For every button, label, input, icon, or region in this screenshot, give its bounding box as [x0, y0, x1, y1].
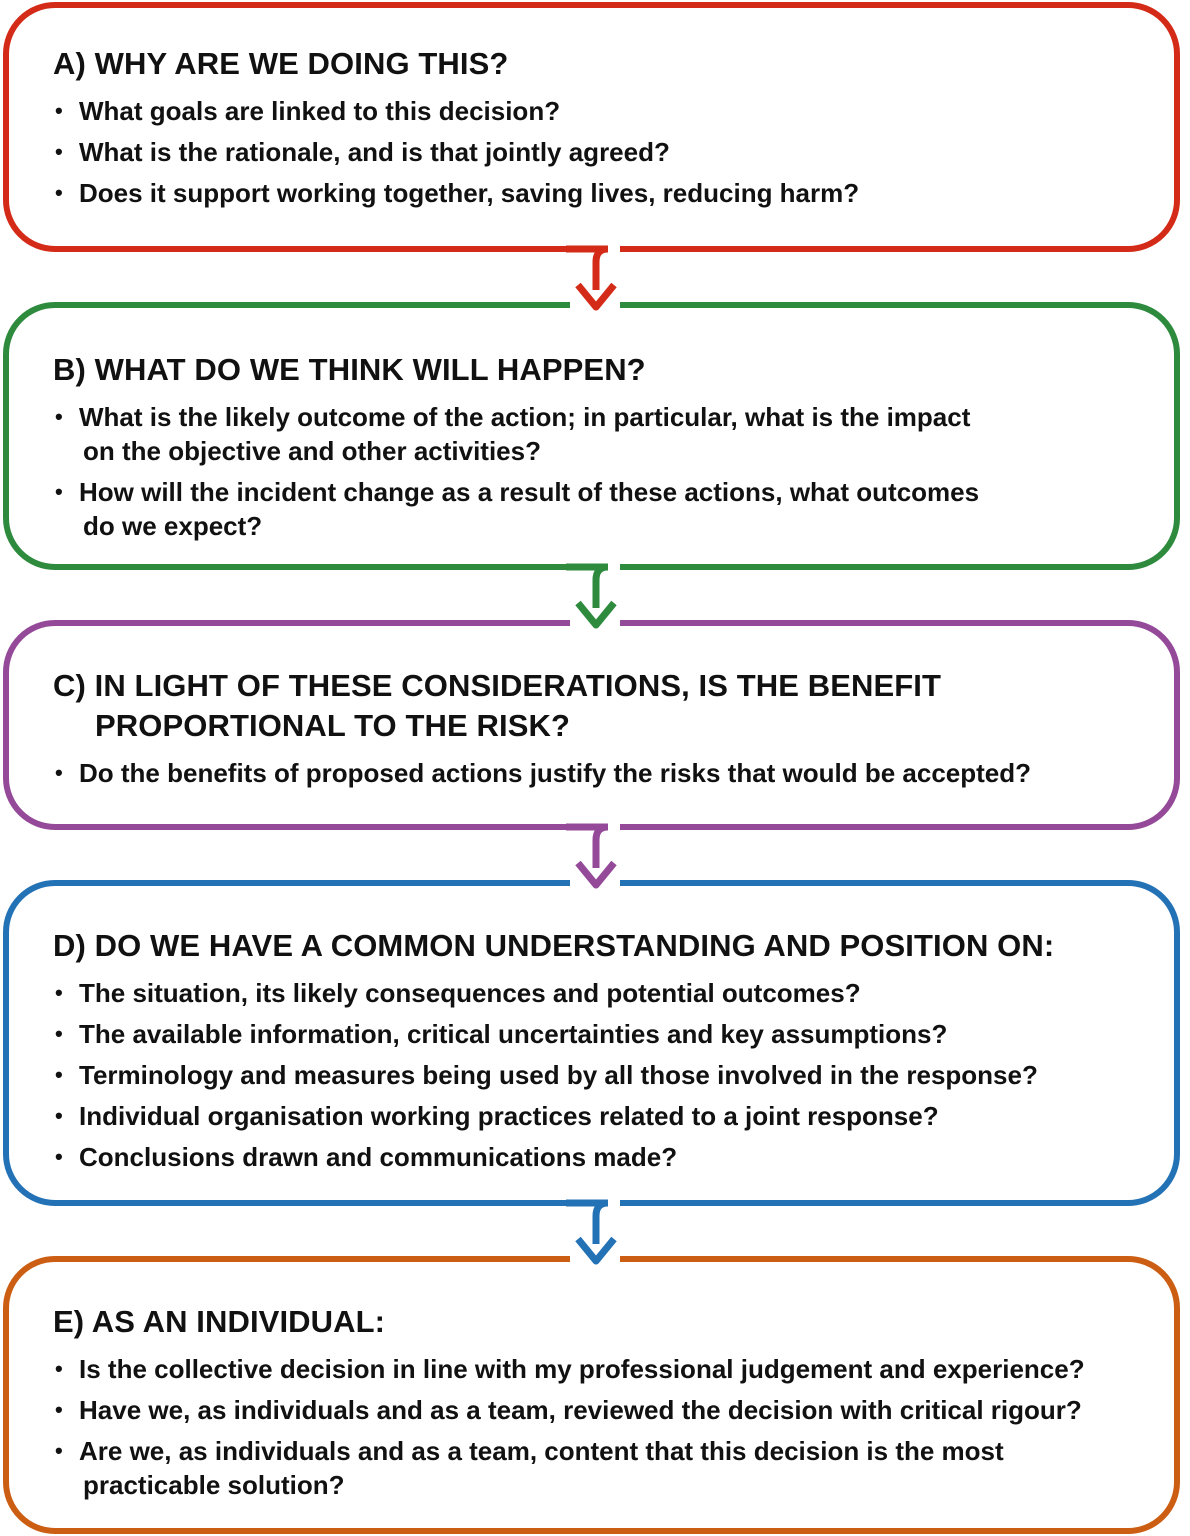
section-e-box: E) AS AN INDIVIDUAL: Is the collective d… [3, 1256, 1180, 1534]
list-item: The situation, its likely consequences a… [53, 976, 1038, 1010]
section-b-box: B) WHAT DO WE THINK WILL HAPPEN? What is… [3, 302, 1180, 570]
section-c-heading: C) IN LIGHT OF THESE CONSIDERATIONS, IS … [53, 668, 942, 743]
list-item: Do the benefits of proposed actions just… [53, 756, 1031, 790]
list-item: How will the incident change as a result… [53, 475, 979, 543]
list-item: Conclusions drawn and communications mad… [53, 1140, 1038, 1174]
section-b-heading: B) WHAT DO WE THINK WILL HAPPEN? [53, 352, 646, 387]
list-item: What goals are linked to this decision? [53, 94, 859, 128]
list-item: Have we, as individuals and as a team, r… [53, 1393, 1085, 1427]
section-a-heading: A) WHY ARE WE DOING THIS? [53, 46, 509, 81]
arrow-c-to-d [566, 818, 620, 889]
list-item: Does it support working together, saving… [53, 176, 859, 210]
section-a-box: A) WHY ARE WE DOING THIS? What goals are… [3, 2, 1180, 252]
list-item: Is the collective decision in line with … [53, 1352, 1085, 1386]
list-item: The available information, critical unce… [53, 1017, 1038, 1051]
section-d-list: The situation, its likely consequences a… [53, 976, 1038, 1181]
arrow-b-to-c [566, 558, 620, 629]
arrow-a-to-b [566, 240, 620, 311]
arrow-d-to-e [566, 1194, 620, 1265]
list-item: Terminology and measures being used by a… [53, 1058, 1038, 1092]
list-item: Are we, as individuals and as a team, co… [53, 1434, 1085, 1502]
list-item: What is the likely outcome of the action… [53, 400, 979, 468]
section-b-list: What is the likely outcome of the action… [53, 400, 979, 550]
list-item: Individual organisation working practice… [53, 1099, 1038, 1133]
section-d-box: D) DO WE HAVE A COMMON UNDERSTANDING AND… [3, 880, 1180, 1206]
section-c-list: Do the benefits of proposed actions just… [53, 756, 1031, 797]
section-d-heading: D) DO WE HAVE A COMMON UNDERSTANDING AND… [53, 928, 1055, 963]
section-e-list: Is the collective decision in line with … [53, 1352, 1085, 1509]
section-a-list: What goals are linked to this decision? … [53, 94, 859, 217]
section-c-box: C) IN LIGHT OF THESE CONSIDERATIONS, IS … [3, 620, 1180, 830]
list-item: What is the rationale, and is that joint… [53, 135, 859, 169]
section-e-heading: E) AS AN INDIVIDUAL: [53, 1304, 386, 1339]
